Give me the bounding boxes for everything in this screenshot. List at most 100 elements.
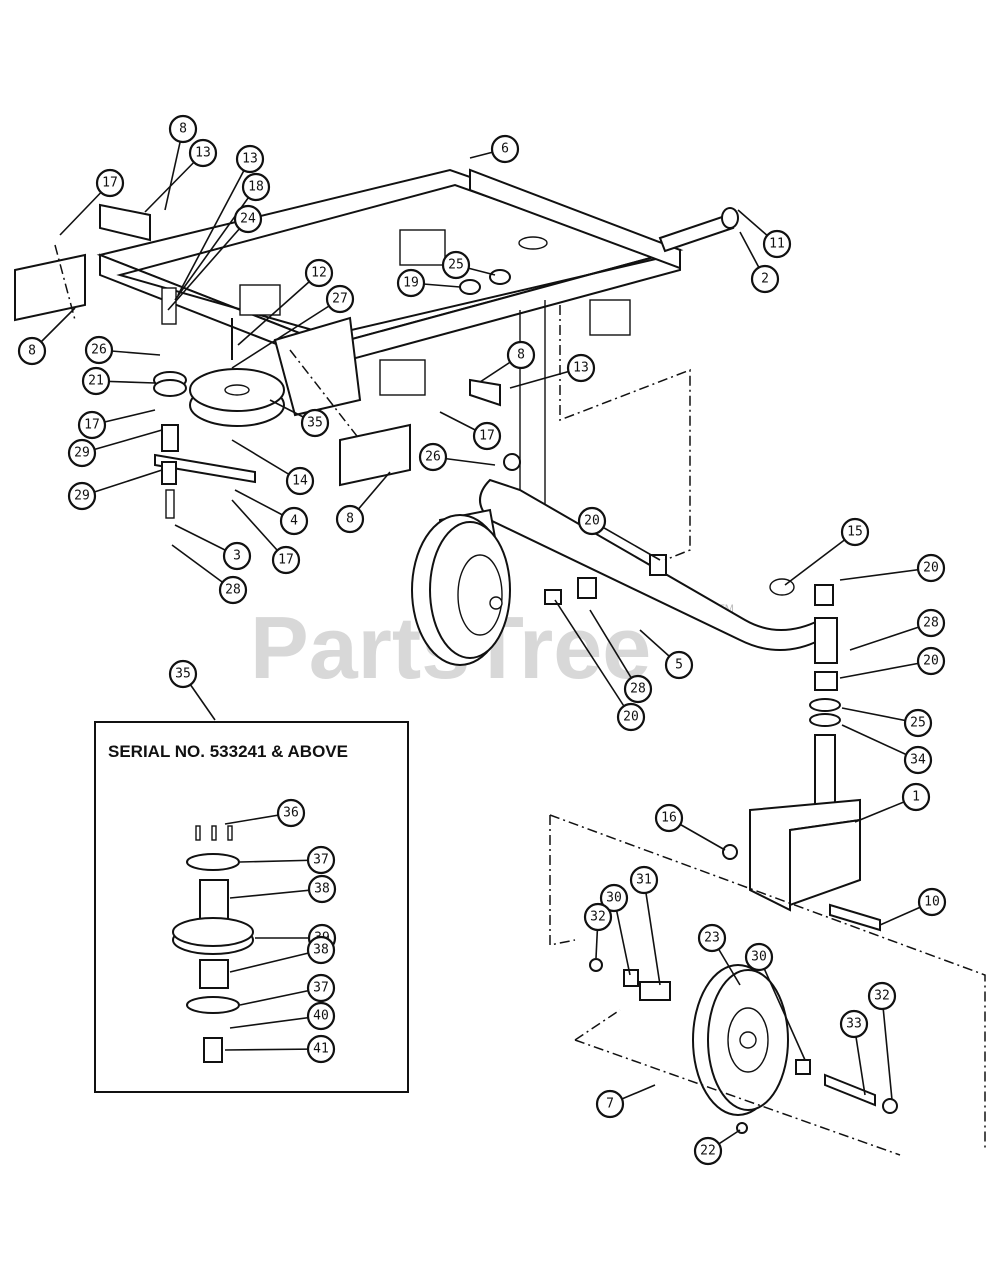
callout-ring	[595, 1089, 625, 1119]
callout-c-30-a[interactable]: 30	[599, 883, 629, 913]
pivot-pin	[658, 207, 739, 253]
callout-c-25-r[interactable]: 25	[903, 708, 933, 738]
callout-c-36[interactable]: 36	[276, 798, 306, 828]
callout-c-20-c[interactable]: 20	[916, 646, 946, 676]
callout-number: 33	[846, 1017, 862, 1032]
callout-c-17-mid[interactable]: 17	[472, 421, 502, 451]
callout-c-7[interactable]: 7	[595, 1089, 625, 1119]
callout-c-32-a[interactable]: 32	[583, 902, 613, 932]
callout-number: 32	[874, 989, 890, 1004]
callout-c-20-d[interactable]: 20	[616, 702, 646, 732]
callout-c-8-plate[interactable]: 8	[335, 504, 365, 534]
callout-ring	[623, 674, 653, 704]
callout-c-13-right[interactable]: 13	[566, 353, 596, 383]
callout-c-35-inset[interactable]: 35	[168, 659, 198, 689]
callout-c-1[interactable]: 1	[901, 782, 931, 812]
callout-ring	[506, 340, 536, 370]
callout-c-22[interactable]: 22	[693, 1136, 723, 1166]
leader-c-41	[224, 1048, 322, 1051]
callout-c-35-main[interactable]: 35	[300, 408, 330, 438]
callout-c-25-top[interactable]: 25	[441, 250, 471, 280]
callout-c-17-low[interactable]: 17	[271, 545, 301, 575]
callout-c-34[interactable]: 34	[903, 745, 933, 775]
callout-number: 8	[179, 122, 187, 137]
callout-ring	[396, 268, 426, 298]
callout-c-38-a[interactable]: 38	[307, 874, 337, 904]
callout-c-30-b[interactable]: 30	[744, 942, 774, 972]
callout-c-10[interactable]: 10	[917, 887, 947, 917]
callout-c-28-r[interactable]: 28	[916, 608, 946, 638]
callout-c-2[interactable]: 2	[750, 264, 780, 294]
callout-c-40[interactable]: 40	[306, 1001, 336, 1031]
callout-ring	[335, 504, 365, 534]
callout-c-13-mid[interactable]: 13	[235, 144, 265, 174]
callout-c-41[interactable]: 41	[306, 1034, 336, 1064]
callout-c-32-b[interactable]: 32	[867, 981, 897, 1011]
callout-c-24[interactable]: 24	[233, 204, 263, 234]
callout-ring	[300, 408, 330, 438]
callout-number: 17	[278, 553, 294, 568]
leader-c-15	[784, 531, 856, 586]
axle-33	[824, 1073, 876, 1107]
callout-number: 14	[292, 474, 308, 489]
callout-ring	[306, 935, 336, 965]
callout-c-8-top[interactable]: 8	[168, 114, 198, 144]
callout-c-13-top[interactable]: 13	[188, 138, 218, 168]
callout-c-8-right[interactable]: 8	[506, 340, 536, 370]
inset-title: SERIAL NO. 533241 & ABOVE	[108, 742, 348, 761]
callout-c-15[interactable]: 15	[840, 517, 870, 547]
callout-number: 17	[479, 429, 495, 444]
callout-c-21[interactable]: 21	[81, 366, 111, 396]
callout-number: 13	[195, 146, 211, 161]
callout-c-37-b[interactable]: 37	[306, 973, 336, 1003]
callout-c-29-b[interactable]: 29	[67, 481, 97, 511]
callout-number: 34	[910, 753, 926, 768]
callout-c-5[interactable]: 5	[664, 650, 694, 680]
callout-c-12[interactable]: 12	[304, 258, 334, 288]
spacer-20-top	[649, 554, 667, 576]
callout-c-11[interactable]: 11	[762, 229, 792, 259]
callout-c-31[interactable]: 31	[629, 865, 659, 895]
callout-number: 37	[313, 853, 329, 868]
callout-c-28-m[interactable]: 28	[623, 674, 653, 704]
callout-number: 27	[332, 292, 348, 307]
callout-c-29-a[interactable]: 29	[67, 438, 97, 468]
callout-number: 5	[675, 658, 683, 673]
callout-number: 12	[311, 266, 327, 281]
callout-c-17-top[interactable]: 17	[95, 168, 125, 198]
callout-number: 8	[28, 344, 36, 359]
callout-c-26-left[interactable]: 26	[84, 335, 114, 365]
callout-c-19[interactable]: 19	[396, 268, 426, 298]
callout-c-33[interactable]: 33	[839, 1009, 869, 1039]
callout-c-38-b[interactable]: 38	[306, 935, 336, 965]
leader-c-24	[167, 218, 249, 311]
callout-ring	[67, 481, 97, 511]
callout-c-3[interactable]: 3	[222, 541, 252, 571]
callout-c-28-left[interactable]: 28	[218, 575, 248, 605]
callout-ring	[418, 442, 448, 472]
callout-c-20-a[interactable]: 20	[577, 506, 607, 536]
callout-number: 25	[910, 716, 926, 731]
callout-c-27[interactable]: 27	[325, 284, 355, 314]
callout-c-37-a[interactable]: 37	[306, 845, 336, 875]
callout-number: 35	[175, 667, 191, 682]
leader-c-13-mid	[177, 158, 251, 296]
callout-c-16[interactable]: 16	[654, 803, 684, 833]
callout-c-6[interactable]: 6	[490, 134, 520, 164]
callout-ring	[917, 887, 947, 917]
callout-c-8-left[interactable]: 8	[17, 336, 47, 366]
callout-c-23[interactable]: 23	[697, 923, 727, 953]
callout-c-17-left[interactable]: 17	[77, 410, 107, 440]
callout-c-18-top[interactable]: 18	[241, 172, 271, 202]
callout-number: 13	[242, 152, 258, 167]
callout-ring	[903, 708, 933, 738]
callout-ring	[693, 1136, 723, 1166]
callout-c-26-mid[interactable]: 26	[418, 442, 448, 472]
callout-c-14[interactable]: 14	[285, 466, 315, 496]
nut-32-right	[882, 1098, 898, 1114]
callout-ring	[762, 229, 792, 259]
callout-c-20-b[interactable]: 20	[916, 553, 946, 583]
callout-c-4[interactable]: 4	[279, 506, 309, 536]
phantom-line-a	[559, 305, 691, 561]
